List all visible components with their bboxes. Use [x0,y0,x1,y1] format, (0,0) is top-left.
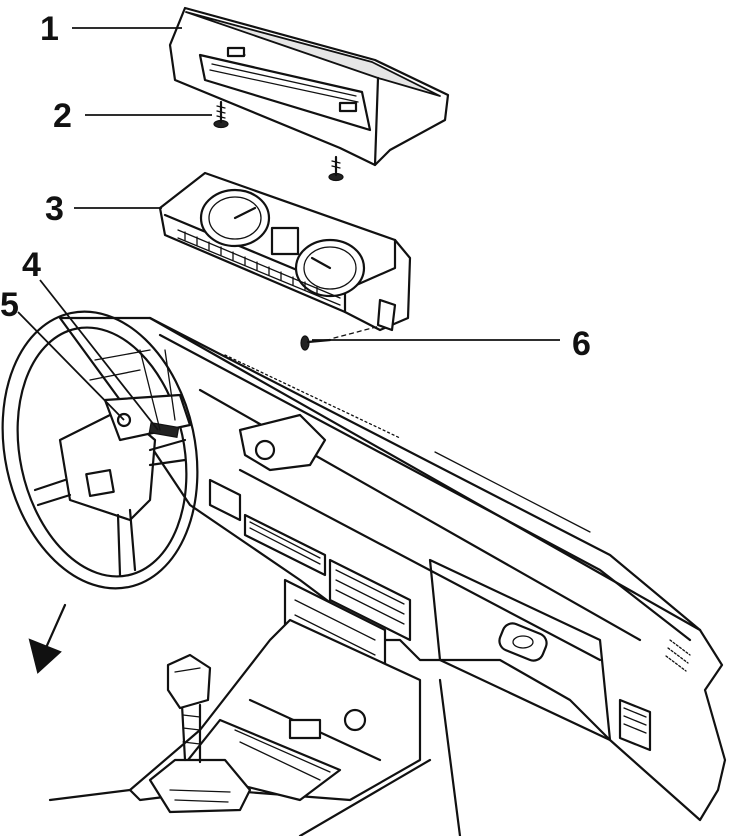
callout-6: 6 [572,325,591,363]
screw-right [328,155,344,182]
removal-arrow [28,603,67,674]
screw-left [213,100,229,129]
cluster-hood [168,6,450,167]
callout-5: 5 [0,286,19,324]
center-console [48,618,462,836]
callout-1: 1 [40,10,59,48]
screw-cluster [300,325,381,351]
leader-5 [17,311,125,421]
leader-4 [39,279,159,431]
callout-3: 3 [45,190,64,228]
callout-4: 4 [22,246,41,284]
instrument-cluster [158,171,412,332]
callout-2: 2 [53,97,72,135]
